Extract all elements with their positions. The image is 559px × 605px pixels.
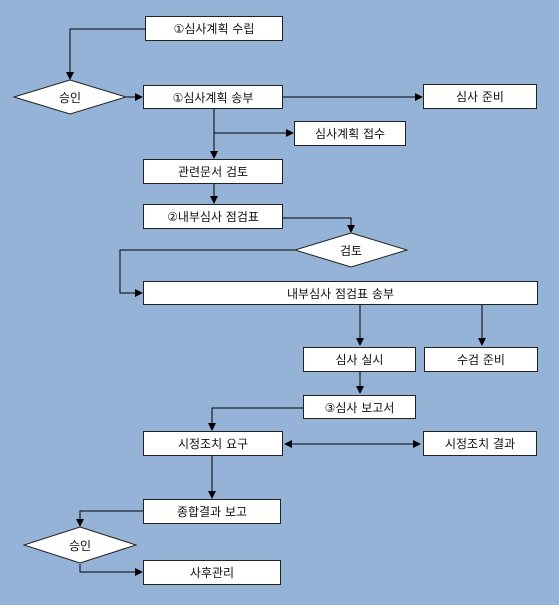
edge-checklist-to-review (283, 217, 355, 233)
node-plan-receive: 심사계획 접수 (294, 121, 406, 146)
node-audit-conduct: 심사 실시 (303, 347, 416, 372)
edge-approve-to-followup (79, 564, 143, 576)
node-followup: 사후관리 (143, 560, 281, 585)
node-corrective-result: 시정조치 결과 (423, 431, 537, 456)
node-summary-report: 종합결과 보고 (143, 499, 281, 524)
edge-report-to-corrective (208, 407, 303, 431)
node-approve-2-label: 승인 (68, 538, 92, 553)
edge-plan-to-approve (66, 28, 145, 80)
edge-review-to-checklistsend (119, 249, 295, 297)
approve-diamond-2-shape (22, 526, 138, 564)
node-plan-send: ①심사계획 송부 (143, 85, 283, 109)
edge-send-to-receive (213, 109, 294, 137)
node-approve-1-label: 승인 (58, 90, 82, 105)
node-corrective-request: 시정조치 요구 (143, 431, 283, 456)
node-doc-review: 관련문서 검토 (143, 159, 283, 184)
node-checklist-send: 내부심사 점검표 송부 (143, 281, 538, 305)
edge-summary-to-approve (76, 510, 143, 527)
node-auditee-prepare: 수검 준비 (424, 347, 538, 372)
node-checklist: ②내부심사 점검표 (143, 204, 283, 229)
node-plan-establish: ①심사계획 수립 (145, 16, 283, 41)
review-diamond-shape (293, 232, 409, 268)
node-review-label: 검토 (339, 243, 363, 258)
approve-diamond-1-shape (12, 79, 128, 115)
node-audit-report: ③심사 보고서 (303, 395, 416, 419)
node-audit-prepare: 심사 준비 (423, 84, 537, 109)
